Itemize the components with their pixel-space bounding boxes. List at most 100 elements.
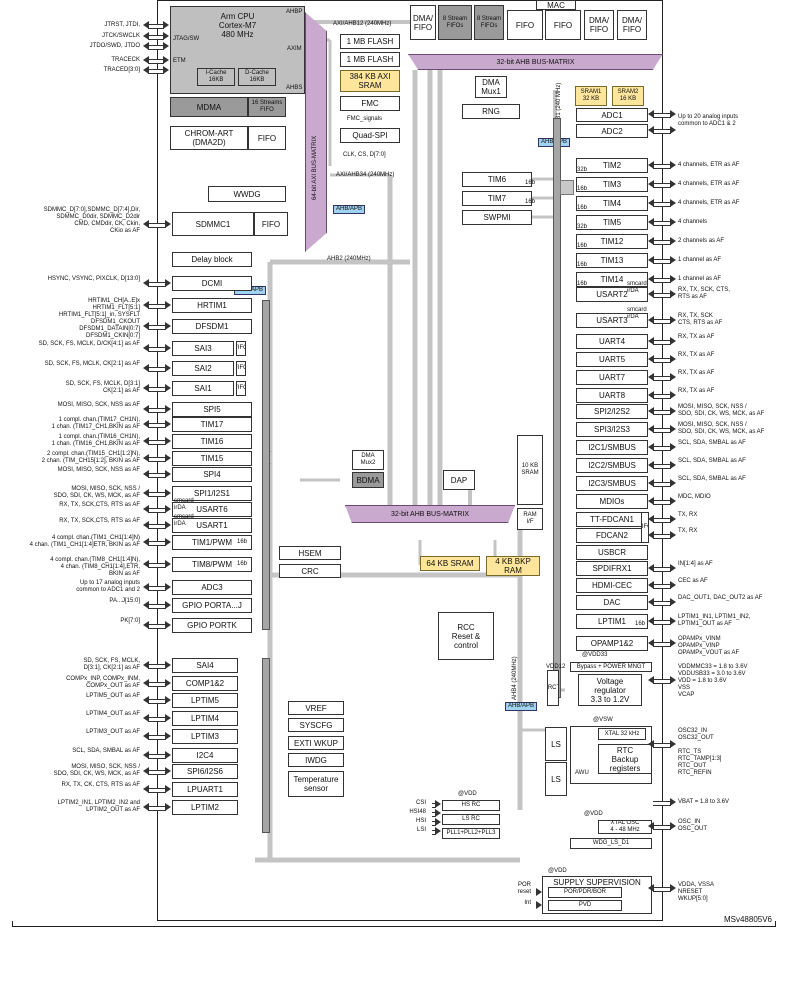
arrow-left-icon: [143, 220, 149, 228]
comm-pin-arrow: [648, 290, 676, 299]
cpu-pin-label: TRACED[3:0]: [103, 67, 140, 73]
arrow-right-icon: [165, 696, 171, 704]
comm-pin-label: MOSI, MISO, SCK, NSS /SDO, SDI, CK, WS, …: [678, 404, 765, 417]
timer-pin-label: 4 channels, ETR as AF: [678, 200, 740, 206]
comm-block: I2C2/SMBUS: [576, 458, 648, 473]
ahb-matrix-top: 32-bit AHB BUS-MATRIX: [408, 54, 663, 70]
vbat-label: VBAT = 1.8 to 3.6V: [678, 799, 729, 805]
arrow-left-icon: [143, 420, 149, 428]
arrow-right-icon: [670, 740, 676, 748]
arrow-right-icon: [670, 822, 676, 830]
comm-pin-arrow: [648, 531, 676, 540]
arrow-left-icon: [648, 740, 654, 748]
apb2-pin-label: SD, SCK, FS, MCLK, CK[2:1] as AF: [44, 361, 140, 367]
ahb4-label: AHB4 (240MHz): [512, 656, 518, 700]
fdcan-fifo: FIFO: [641, 512, 649, 543]
apb4-pin-arrow: [143, 714, 171, 723]
xtal-pin-arrow: [648, 822, 676, 831]
apb2-pin-arrow: [143, 470, 171, 479]
arrow-right-icon: [165, 560, 171, 568]
arrow-right-icon: [165, 732, 171, 740]
arrow-right-icon: [670, 199, 676, 207]
arrow-right-icon: [435, 800, 441, 808]
timer-block: TIM12: [576, 234, 648, 249]
cpu-jtag-label: JTAG/SW: [173, 36, 200, 42]
timer-pin-arrow: [648, 218, 676, 227]
sdmmc1-block: SDMMC1: [172, 212, 254, 236]
apb2-block: DCMI: [172, 276, 252, 291]
apb4-block: SPI6/I2S6: [172, 764, 238, 779]
arrow-right-icon: [670, 497, 676, 505]
arrow-right-icon: [670, 461, 676, 469]
vbat-arrow: [648, 798, 676, 807]
comm-pin-arrow: [648, 407, 676, 416]
cpu-pin-arrow: [143, 66, 169, 75]
ls-block-1: LS: [545, 727, 567, 761]
apb2-block: ADC3: [172, 580, 252, 595]
sai-fifo: FIFO: [236, 381, 246, 396]
timer-width: 32b: [577, 224, 588, 230]
apb2-pin-label: PA...J[15:0]: [109, 598, 140, 604]
axi-ahb12-label: AXI/AHB12 (240MHz): [333, 21, 392, 27]
arrow-left-icon: [648, 425, 654, 433]
apb4-pin-arrow: [143, 696, 171, 705]
arrow-right-icon: [670, 126, 676, 134]
arrow-right-icon: [165, 437, 171, 445]
arrow-left-icon: [143, 560, 149, 568]
comm-pin-label: SCL, SDA, SMBAL as AF: [678, 476, 746, 482]
axi-ahb34-label: AXI/AHB34 (240MHz): [336, 172, 395, 178]
arrow-left-icon: [648, 237, 654, 245]
comm-block: MDIOs: [576, 494, 648, 509]
comm-pin-label: TX, RX: [678, 528, 698, 534]
sys-block: IWDG: [288, 753, 344, 767]
supply-left-arrow: [532, 888, 542, 897]
comm-pin-arrow: [648, 581, 676, 590]
apb4-pin-label: LPTIM4_OUT as AF: [86, 711, 140, 717]
apb2-pin-label: 1 compl. chan.(TIM16_CH1N),1 chan. (TIM1…: [51, 434, 140, 447]
tim1-width: 16b: [237, 539, 248, 545]
arrow-left-icon: [648, 497, 654, 505]
apb4-pin-arrow: [143, 679, 171, 688]
timer-pin-label: 1 channel as AF: [678, 257, 722, 263]
arrow-left-icon: [648, 461, 654, 469]
apb2-block: TIM16: [172, 434, 252, 449]
apb2-pin-label: 4 compl. chan.(TIM1_CH1[1:4]N)4 chan. (T…: [29, 535, 140, 548]
hsrc-block: HS RC: [442, 800, 500, 811]
apb2-block: SPI5: [172, 402, 252, 417]
xtal32-block: XTAL 32 kHz: [598, 728, 646, 740]
arrow-right-icon: [165, 344, 171, 352]
left-tim-width: 16b: [525, 180, 536, 186]
apb4-block: LPTIM3: [172, 729, 238, 744]
comm-block: UART4: [576, 334, 648, 349]
arrow-right-icon: [670, 884, 676, 892]
apb4-pin-arrow: [143, 785, 171, 794]
apb4-pin-arrow: [143, 732, 171, 741]
arrow-right-icon: [670, 391, 676, 399]
arrow-right-icon: [670, 425, 676, 433]
arrow-right-icon: [165, 405, 171, 413]
apb2-pin-label: HSYNC, VSYNC, PIXCLK, D[13:0]: [47, 276, 140, 282]
arrow-left-icon: [143, 621, 149, 629]
arrow-left-icon: [648, 110, 654, 118]
apb2-spine: [262, 300, 270, 630]
arrow-right-icon: [165, 220, 171, 228]
arrow-left-icon: [143, 521, 149, 529]
apb2-block: GPIO PORTA...J: [172, 598, 252, 613]
lptim1-width: 16b: [635, 621, 646, 627]
arrow-left-icon: [143, 489, 149, 497]
comm-pin-arrow: [648, 355, 676, 364]
timer-width: 32b: [577, 167, 588, 173]
quadspi-block: Quad-SPI: [340, 128, 400, 143]
arrow-right-icon: [670, 564, 676, 572]
apb2-block: SAI1: [172, 381, 234, 396]
quadspi-pins: CLK, CS, D[7:0]: [343, 152, 386, 158]
apb2-pin-label: PK[7:0]: [120, 618, 140, 624]
ahb2-label: AHB2 (240MHz): [327, 256, 371, 262]
